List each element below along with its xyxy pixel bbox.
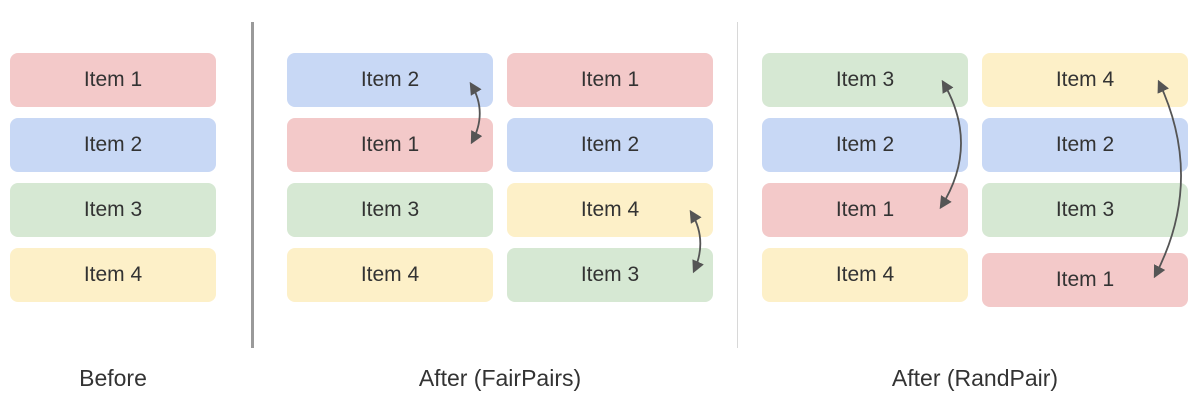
item-label: Item 4 xyxy=(835,263,895,286)
caption-randpair: After (RandPair) xyxy=(891,364,1059,391)
item-label: Item 3 xyxy=(360,198,420,221)
before-item-1: Item 1 xyxy=(10,53,216,107)
swap-arrow-randpair-1-4 xyxy=(1153,79,1182,279)
fairpairs-col2-item-4: Item 3 xyxy=(507,248,713,302)
randpair-col2-item-3: Item 3 xyxy=(982,183,1188,237)
fairpairs-col2-item-3: Item 4 xyxy=(507,183,713,237)
fairpairs-col1-item-4: Item 4 xyxy=(287,248,493,302)
item-label: Item 3 xyxy=(835,68,895,91)
caption-before: Before xyxy=(79,364,147,391)
randpair-col1-item-1: Item 3 xyxy=(762,53,968,107)
item-label: Item 3 xyxy=(83,198,143,221)
randpair-col1-item-4: Item 4 xyxy=(762,248,968,302)
item-label: Item 2 xyxy=(360,68,420,91)
fairpairs-col1-item-2: Item 1 xyxy=(287,118,493,172)
item-label: Item 1 xyxy=(580,68,640,91)
randpair-col2-item-1: Item 4 xyxy=(982,53,1188,107)
fairpairs-col2-item-1: Item 1 xyxy=(507,53,713,107)
fairpairs-col1-item-3: Item 3 xyxy=(287,183,493,237)
before-item-2: Item 2 xyxy=(10,118,216,172)
before-item-4: Item 4 xyxy=(10,248,216,302)
section-divider-light xyxy=(737,22,738,348)
caption-fairpairs: After (FairPairs) xyxy=(418,364,582,391)
fairpairs-col1-item-1: Item 2 xyxy=(287,53,493,107)
item-label: Item 1 xyxy=(835,198,895,221)
item-label: Item 2 xyxy=(835,133,895,156)
section-divider xyxy=(251,22,254,348)
item-label: Item 1 xyxy=(360,133,420,156)
randpair-col1-item-2: Item 2 xyxy=(762,118,968,172)
item-label: Item 2 xyxy=(580,133,640,156)
item-label: Item 1 xyxy=(83,68,143,91)
randpair-col2-item-2: Item 2 xyxy=(982,118,1188,172)
item-label: Item 3 xyxy=(580,263,640,286)
randpair-col1-item-3: Item 1 xyxy=(762,183,968,237)
item-label: Item 3 xyxy=(1055,198,1115,221)
item-label: Item 4 xyxy=(83,263,143,286)
fairpairs-col2-item-2: Item 2 xyxy=(507,118,713,172)
item-label: Item 4 xyxy=(360,263,420,286)
item-label: Item 4 xyxy=(580,198,640,221)
item-label: Item 2 xyxy=(83,133,143,156)
item-label: Item 1 xyxy=(1055,268,1115,291)
item-label: Item 2 xyxy=(1055,133,1115,156)
before-item-3: Item 3 xyxy=(10,183,216,237)
randpair-col2-item-4: Item 1 xyxy=(982,253,1188,307)
item-label: Item 4 xyxy=(1055,68,1115,91)
